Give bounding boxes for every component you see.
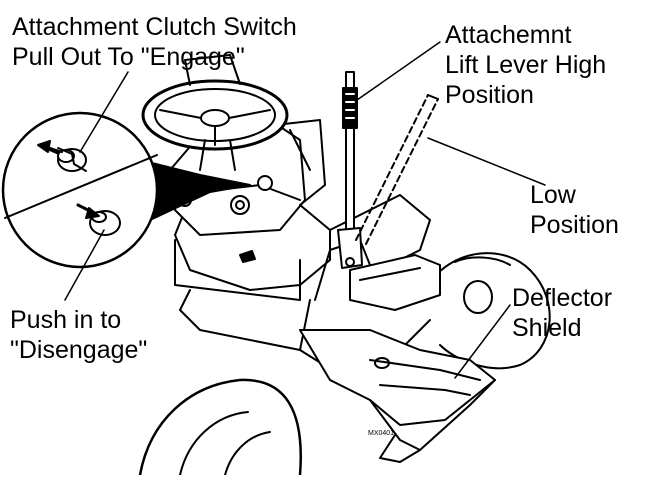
clutch-switch-line1: Attachment Clutch Switch xyxy=(12,13,297,41)
lift-lever-high xyxy=(337,71,363,269)
push-in-line2: "Disengage" xyxy=(10,336,148,364)
lift-high-line3: Position xyxy=(445,81,534,109)
lift-high-label: Attachemnt Lift Lever High Position xyxy=(445,20,606,110)
magnifier-circle xyxy=(1,111,159,269)
low-position-label: Low Position xyxy=(530,180,619,240)
deflector-label: Deflector Shield xyxy=(512,283,612,343)
leader-lines xyxy=(64,41,546,379)
engage-arrow xyxy=(37,140,60,155)
deflector-shield xyxy=(299,254,496,463)
front-wheel xyxy=(419,252,551,370)
rear-wheel xyxy=(138,378,302,477)
low-position-line2: Position xyxy=(530,211,619,239)
disengage-arrow xyxy=(76,203,100,219)
figure-code: MX0401 xyxy=(368,430,395,437)
push-in-line1: Push in to xyxy=(10,306,122,334)
lift-lever-low xyxy=(355,94,439,245)
push-in-label: Push in to "Disengage" xyxy=(10,305,147,365)
clutch-switch-line2: Pull Out To "Engage" xyxy=(12,43,245,71)
deflector-line1: Deflector xyxy=(512,284,613,312)
lift-high-line1: Attachemnt xyxy=(445,21,572,49)
clutch-switch-label: Attachment Clutch Switch Pull Out To "En… xyxy=(12,12,297,72)
low-position-line1: Low xyxy=(530,181,576,209)
steering-wheel xyxy=(141,54,289,171)
deflector-line2: Shield xyxy=(512,314,582,342)
lift-high-line2: Lift Lever High xyxy=(445,51,607,79)
